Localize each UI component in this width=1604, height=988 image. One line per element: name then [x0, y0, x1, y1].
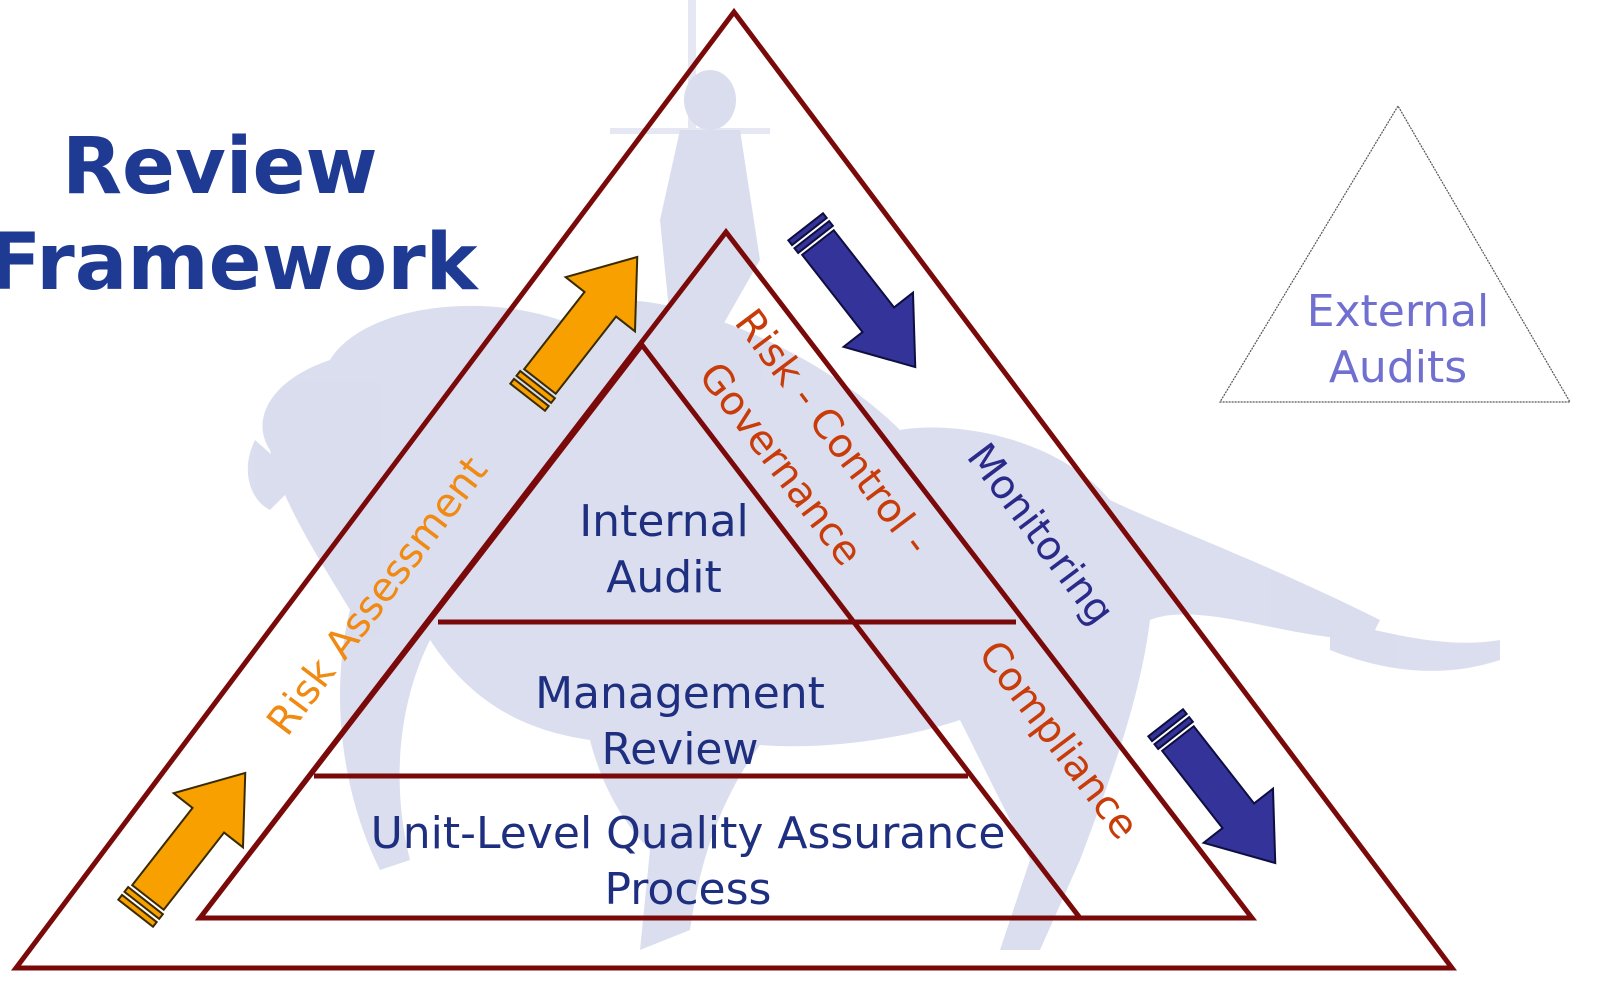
- external-audits-line1: External: [1307, 286, 1490, 337]
- title-line1: Review: [62, 122, 378, 212]
- level-middle-line2: Review: [602, 724, 759, 775]
- outer-triangle: [10, 7, 1458, 971]
- level-middle-line1: Management: [535, 668, 825, 719]
- horse-rider-watermark: [247, 0, 1500, 950]
- orange-arrow-lower: [116, 771, 247, 929]
- external-audits-line2: Audits: [1329, 342, 1467, 393]
- inner-triangle: [194, 340, 1086, 921]
- blue-arrow-upper: [786, 211, 917, 369]
- level-top-line1: Internal: [579, 496, 749, 547]
- blue-arrow-lower: [1146, 707, 1277, 865]
- external-audits-triangle: [1218, 104, 1572, 403]
- orange-arrow-upper: [508, 255, 639, 413]
- title-line2: Framework: [0, 218, 478, 308]
- level-top-line2: Audit: [606, 552, 721, 603]
- level-bottom-line1: Unit-Level Quality Assurance: [371, 808, 1006, 859]
- level-bottom-line2: Process: [605, 864, 772, 915]
